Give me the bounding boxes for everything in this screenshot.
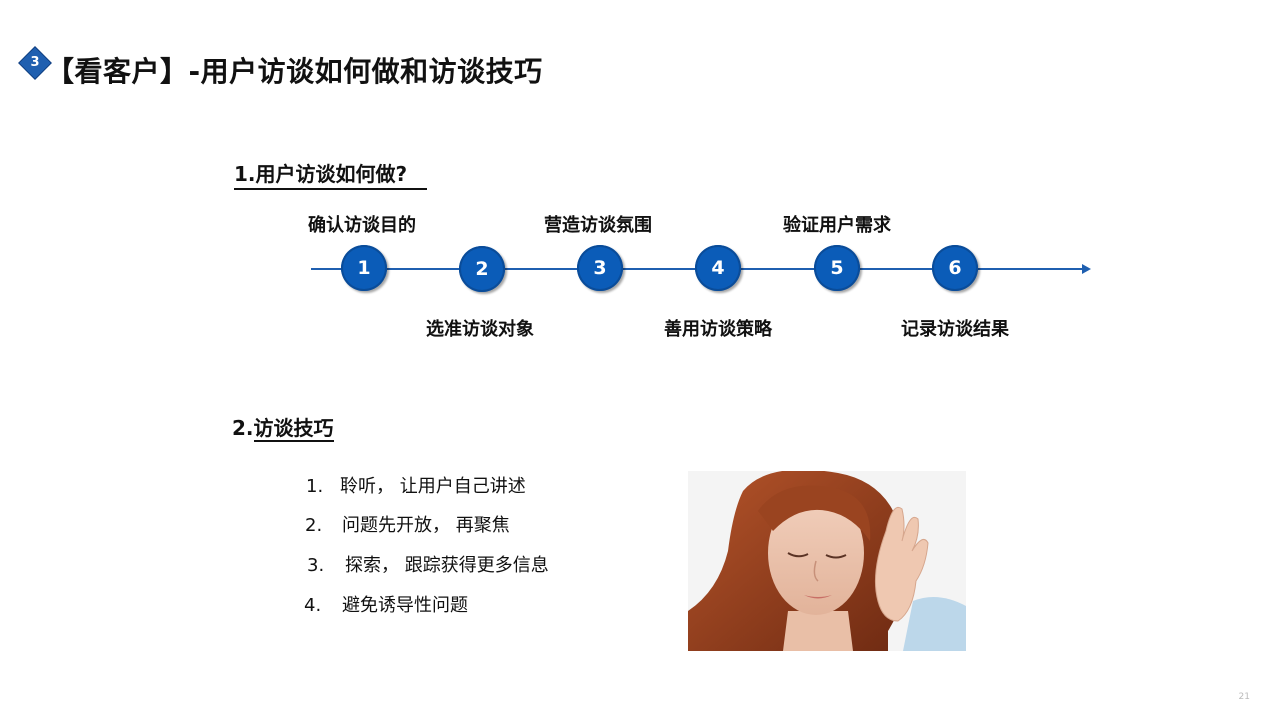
section-heading-techniques: 2.访谈技巧 <box>232 412 334 442</box>
list-item: 1. 聆听， 让用户自己讲述 <box>306 472 526 498</box>
step-circle-2: 2 <box>459 246 505 292</box>
list-item-text: 聆听， 让用户自己讲述 <box>340 476 526 497</box>
section-badge-number: 3 <box>30 55 40 70</box>
list-item: 2. 问题先开放， 再聚焦 <box>305 511 510 537</box>
arrowhead-icon <box>1082 264 1091 274</box>
step-circle-5: 5 <box>814 245 860 291</box>
list-item-number: 4. <box>304 595 322 616</box>
list-item-number: 3. <box>307 555 325 576</box>
step-label-1: 确认访谈目的 <box>308 215 416 236</box>
section-heading-how-to: 1.用户访谈如何做? <box>234 158 428 190</box>
section-heading-text: 访谈技巧 <box>253 416 334 442</box>
step-label-5: 验证用户需求 <box>783 215 891 236</box>
step-circle-4: 4 <box>695 245 741 291</box>
list-item: 4. 避免诱导性问题 <box>304 591 468 617</box>
listening-woman-photo <box>688 471 966 651</box>
step-label-4: 善用访谈策略 <box>664 319 772 340</box>
step-label-2: 选准访谈对象 <box>426 319 534 340</box>
section-heading-prefix: 2. <box>232 416 254 440</box>
page-number: 21 <box>1238 692 1250 702</box>
section-badge: 3 <box>19 47 51 79</box>
step-label-6: 记录访谈结果 <box>901 319 1009 340</box>
step-circle-6: 6 <box>932 245 978 291</box>
list-item-text: 避免诱导性问题 <box>342 595 468 616</box>
step-circle-1: 1 <box>341 245 387 291</box>
list-item-number: 1. <box>306 476 324 497</box>
listening-woman-image <box>688 471 966 651</box>
list-item-text: 探索， 跟踪获得更多信息 <box>345 555 549 576</box>
step-circle-3: 3 <box>577 245 623 291</box>
list-item: 3. 探索， 跟踪获得更多信息 <box>307 551 549 577</box>
page-title: 【看客户】-用户访谈如何做和访谈技巧 <box>46 55 543 88</box>
step-label-3: 营造访谈氛围 <box>544 215 652 236</box>
list-item-text: 问题先开放， 再聚焦 <box>342 515 510 536</box>
list-item-number: 2. <box>305 515 323 536</box>
